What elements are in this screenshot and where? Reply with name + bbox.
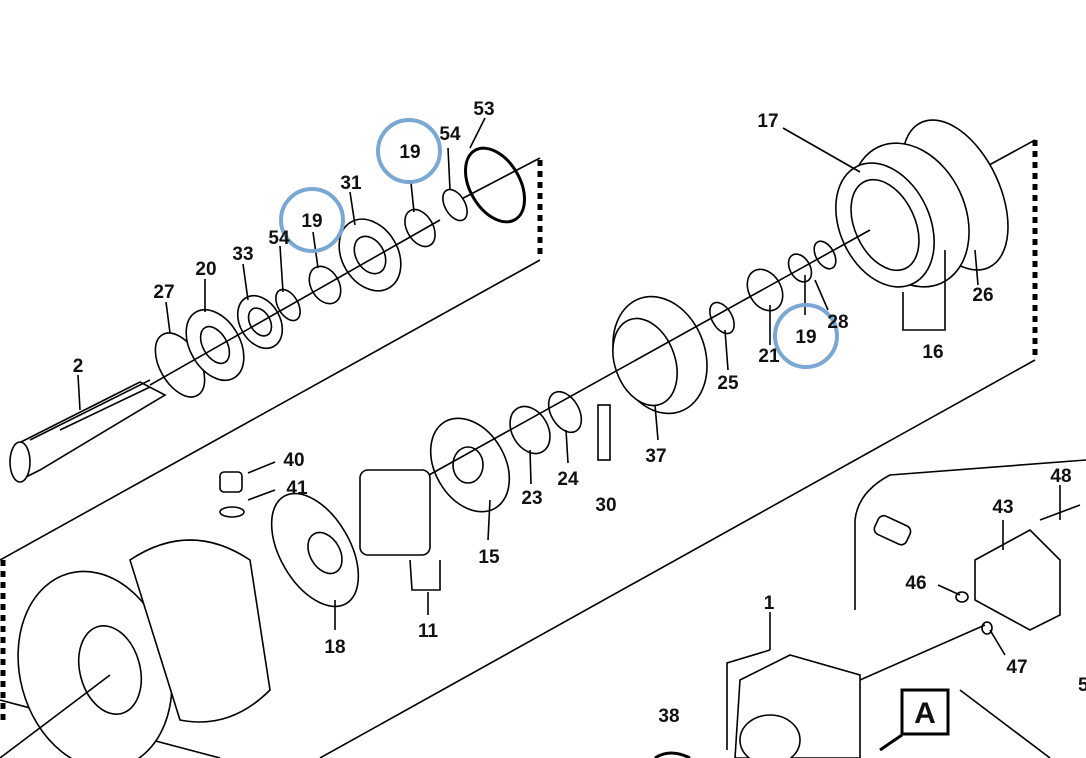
callout-18: 18: [324, 637, 345, 658]
part-middle-row: [419, 119, 1009, 513]
highlight-circles: [279, 118, 839, 369]
part-upper-rings: [149, 146, 526, 398]
part-ring-38: [654, 751, 691, 758]
callout-43: 43: [992, 497, 1013, 518]
callout-54: 54: [268, 228, 290, 249]
callout-54: 54: [439, 124, 461, 145]
callout-30: 30: [595, 495, 616, 516]
callout-23: 23: [521, 488, 542, 509]
callout-11: 11: [418, 621, 439, 642]
view-marker-label: A: [914, 697, 936, 730]
callout-25: 25: [717, 373, 739, 394]
callout-48: 48: [1050, 466, 1071, 487]
callout-53: 53: [473, 99, 494, 120]
part-lower-items: [219, 469, 441, 608]
callout-17: 17: [757, 111, 778, 132]
callout-5: 5: [1078, 675, 1086, 696]
highlight-circle: [773, 303, 839, 369]
callout-46: 46: [905, 573, 926, 594]
callout-28: 28: [827, 312, 848, 333]
callout-1: 1: [764, 593, 775, 614]
callout-19: 19: [399, 142, 420, 163]
leader-lines: [77, 117, 1061, 750]
callout-38: 38: [658, 706, 679, 727]
callout-24: 24: [557, 469, 579, 490]
callout-19: 19: [795, 327, 816, 348]
callout-16: 16: [922, 342, 943, 363]
part-housing: [0, 539, 271, 758]
callout-15: 15: [478, 547, 500, 568]
callout-37: 37: [645, 446, 666, 467]
callout-19: 19: [301, 211, 322, 232]
callout-27: 27: [153, 282, 174, 303]
callout-2: 2: [73, 356, 84, 377]
highlight-circle: [279, 187, 345, 253]
callout-41: 41: [286, 478, 308, 499]
callout-40: 40: [283, 450, 304, 471]
callout-33: 33: [232, 244, 253, 265]
callout-47: 47: [1006, 657, 1027, 678]
view-marker-a: A: [879, 688, 950, 752]
part-valve-assembly: [734, 504, 1081, 758]
callout-31: 31: [340, 173, 362, 194]
highlight-circle: [376, 118, 442, 184]
callout-20: 20: [195, 259, 216, 280]
callout-21: 21: [758, 346, 780, 367]
group-boundary-lines: [0, 139, 1086, 758]
callout-labels: 53 54 19 31 19 54 33 20 27 2 17 26 16 28…: [73, 99, 1086, 727]
part-shaft: [9, 379, 167, 483]
callout-26: 26: [972, 285, 993, 306]
